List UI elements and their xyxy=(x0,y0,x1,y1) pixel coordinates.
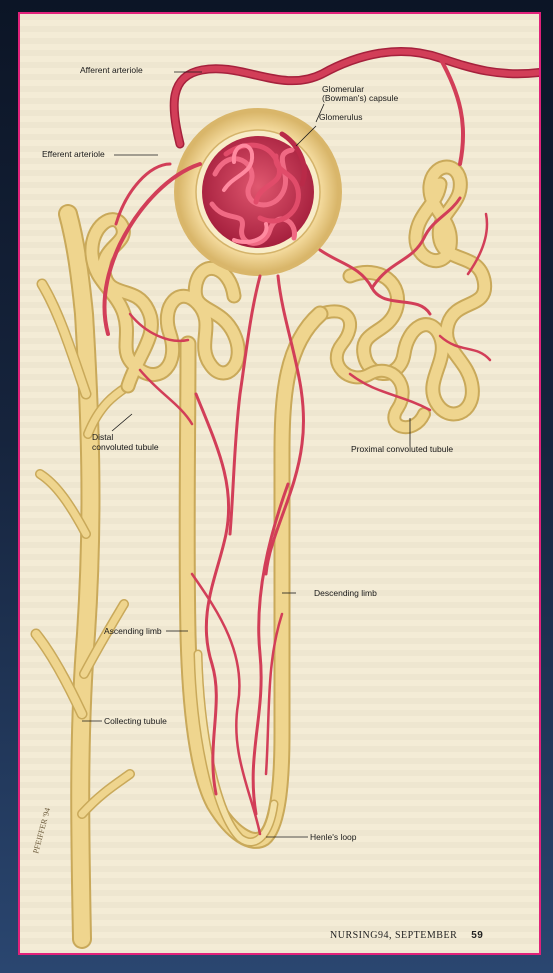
leader-distal xyxy=(112,414,132,431)
label-collecting-tubule: Collecting tubule xyxy=(104,716,167,726)
label-efferent-arteriole: Efferent arteriole xyxy=(42,149,105,159)
label-descending-limb: Descending limb xyxy=(314,588,377,598)
label-capsule-line2: (Bowman's) capsule xyxy=(322,93,398,103)
page-number: 59 xyxy=(471,930,483,941)
collecting-tubule-shape xyxy=(36,214,130,939)
proximal-tubule-shape xyxy=(320,167,485,427)
journal-issue: NURSING94, SEPTEMBER xyxy=(330,930,457,941)
label-henles-loop: Henle's loop xyxy=(310,832,357,842)
label-afferent-arteriole: Afferent arteriole xyxy=(80,65,143,75)
artist-signature: PFEIFFER '94 xyxy=(31,807,52,855)
label-distal-line2: convoluted tubule xyxy=(92,442,159,452)
label-ascending-limb: Ascending limb xyxy=(104,626,162,636)
page-footer: NURSING94, SEPTEMBER 59 xyxy=(330,930,483,941)
label-glomerulus: Glomerulus xyxy=(319,112,362,122)
label-proximal-tubule: Proximal convoluted tubule xyxy=(351,444,453,454)
magazine-page: PFEIFFER '94 Afferent arteriole Efferent… xyxy=(18,12,541,955)
label-distal-line1: Distal xyxy=(92,432,113,442)
